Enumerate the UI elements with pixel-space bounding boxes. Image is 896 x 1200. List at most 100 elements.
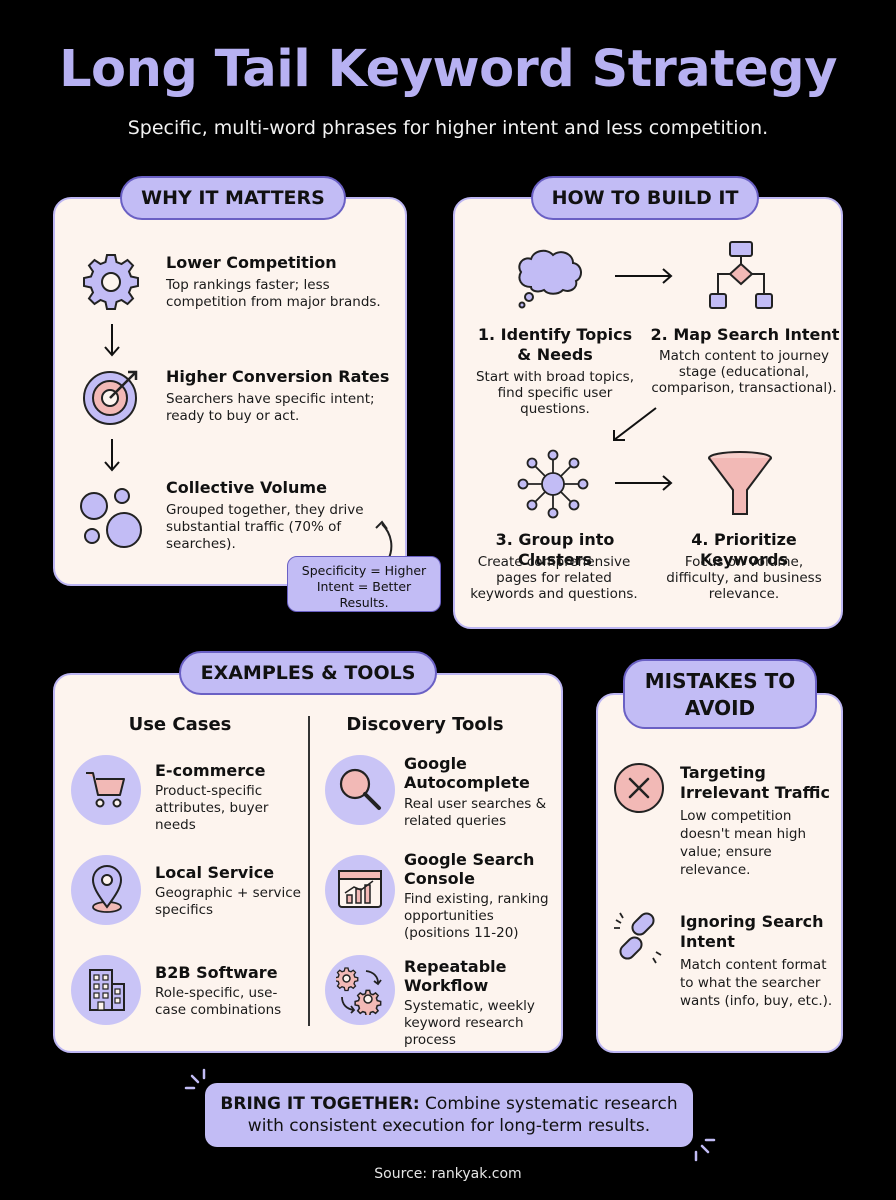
gears-cycle-icon	[336, 967, 382, 1015]
gear-icon	[83, 254, 139, 310]
sparkle-lines-right-icon	[694, 1138, 716, 1162]
step-3-desc-1: Create comprehensive	[477, 554, 631, 570]
why-item-2-desc-1: Searchers have specific intent;	[166, 391, 375, 407]
flowchart-icon	[709, 241, 773, 309]
use-case-3-title: B2B Software	[155, 963, 278, 982]
step-3-title: 3. Group into Clusters	[495, 530, 615, 569]
step-4-desc-2: difficulty, and business	[666, 570, 822, 586]
use-cases-heading: Use Cases	[128, 714, 232, 735]
mistake-1-desc-3: value; ensure	[680, 844, 772, 860]
examples-tools-heading: EXAMPLES & TOOLS	[179, 651, 437, 695]
use-case-1-title: E-commerce	[155, 761, 266, 780]
tool-3-desc-1: Systematic, weekly	[404, 998, 535, 1014]
how-to-build-heading: HOW TO BUILD IT	[531, 176, 759, 220]
bring-label: BRING IT TOGETHER:	[220, 1094, 420, 1114]
tool-3-title-2: Workflow	[404, 976, 489, 995]
mistake-2-title-2: Intent	[680, 932, 735, 951]
why-item-3-desc-3: searches).	[166, 536, 236, 552]
cart-icon	[86, 772, 125, 808]
use-case-1-desc-3: needs	[155, 817, 196, 833]
tool-1-title-1: Google	[404, 754, 467, 773]
diagonal-arrow-icon	[613, 407, 657, 441]
why-item-2-title: Higher Conversion Rates	[166, 367, 390, 386]
why-item-1-desc-1: Top rankings faster; less	[166, 277, 330, 293]
step-1-title-2: & Needs	[517, 345, 593, 364]
why-item-1-title: Lower Competition	[166, 253, 337, 272]
right-arrow-icon	[615, 268, 673, 284]
why-it-matters-heading: WHY IT MATTERS	[120, 176, 346, 220]
step-1-desc-1: Start with broad topics,	[475, 369, 635, 385]
tool-2-desc-1: Find existing, ranking	[404, 891, 549, 907]
column-divider	[308, 716, 310, 1026]
page-subtitle: Specific, multi-word phrases for higher …	[127, 117, 769, 139]
mistake-2-title-1: Ignoring Search	[680, 912, 824, 931]
bring-line-1: BRING IT TOGETHER: Combine systematic re…	[205, 1093, 693, 1115]
callout-line-2: Intent = Better Results.	[316, 579, 412, 610]
use-case-2-desc-2: specifics	[155, 902, 214, 918]
why-item-3-title: Collective Volume	[166, 478, 327, 497]
callout-line-1: Specificity = Higher	[301, 563, 427, 578]
mistake-2-desc-1: Match content format	[680, 957, 827, 973]
mistake-1-desc-1: Low competition	[680, 808, 792, 824]
mistakes-heading-line-2: AVOID	[684, 696, 756, 720]
why-item-3-desc-1: Grouped together, they drive	[166, 502, 364, 518]
use-case-2-title: Local Service	[155, 863, 275, 882]
step-2-desc-1: Match content to journey	[658, 348, 830, 364]
sparkle-lines-left-icon	[184, 1068, 206, 1090]
funnel-icon	[708, 451, 772, 515]
mistake-1-desc-2: doesn't mean high	[680, 826, 807, 842]
use-case-1-desc-2: attributes, buyer	[155, 800, 269, 816]
callout-badge: Specificity = Higher Intent = Better Res…	[287, 556, 441, 612]
step-3-desc-3: keywords and questions.	[470, 586, 638, 602]
bring-it-together-banner: BRING IT TOGETHER: Combine systematic re…	[205, 1083, 693, 1147]
tool-2-title-2: Console	[404, 869, 475, 888]
thought-cloud-icon	[518, 249, 582, 309]
step-2-desc-2: stage (educational,	[678, 364, 810, 380]
tool-3-title-1: Repeatable	[404, 957, 507, 976]
tool-3-desc-2: keyword research	[404, 1015, 524, 1031]
tool-1-desc-1: Real user searches &	[404, 796, 547, 812]
map-pin-icon	[91, 865, 123, 913]
tool-1-title-2: Autocomplete	[404, 773, 530, 792]
building-icon	[89, 969, 125, 1011]
mistake-2-desc-3: wants (info, buy, etc.).	[680, 993, 833, 1009]
bubbles-icon	[80, 488, 142, 548]
mistake-1-title-2: Irrelevant Traffic	[680, 783, 830, 802]
why-item-3-desc-2: substantial traffic (70% of	[166, 519, 342, 535]
target-icon	[83, 370, 138, 425]
mistakes-panel	[596, 693, 843, 1053]
step-1-desc-2: find specific user	[497, 385, 613, 401]
tool-1-desc-2: related queries	[404, 813, 507, 829]
step-1-desc-3: questions.	[520, 401, 590, 417]
why-item-2-desc-2: ready to buy or act.	[166, 408, 300, 424]
tool-2-desc-3: (positions 11-20)	[404, 925, 519, 941]
tool-2-title-1: Google Search	[404, 850, 535, 869]
use-case-2-desc-1: Geographic + service	[155, 885, 301, 901]
source-credit: Source: rankyak.com	[374, 1166, 522, 1182]
why-item-1-desc-2: competition from major brands.	[166, 294, 381, 310]
mistake-1-title-1: Targeting	[680, 763, 766, 782]
analytics-window-icon	[338, 870, 382, 908]
broken-link-icon	[614, 912, 662, 964]
step-2-desc-3: comparison, transactional).	[651, 380, 837, 396]
mistakes-heading-line-1: MISTAKES TO	[644, 669, 796, 693]
down-arrow-icon	[104, 324, 120, 357]
mistake-1-desc-4: relevance.	[680, 862, 751, 878]
step-4-desc-3: relevance.	[708, 586, 780, 602]
step-4-title: 4. Prioritize Keywords	[691, 530, 797, 569]
step-3-desc-2: pages for related	[496, 570, 612, 586]
down-arrow-icon	[104, 439, 120, 472]
step-4-desc-1: Focus on volume,	[684, 554, 804, 570]
tool-3-desc-3: process	[404, 1032, 456, 1048]
bring-text-1: Combine systematic research	[419, 1094, 678, 1114]
bring-text-2: with consistent execution for long-term …	[247, 1116, 651, 1136]
use-case-1-desc-1: Product-specific	[155, 783, 263, 799]
use-case-3-desc-2: case combinations	[155, 1002, 282, 1018]
cluster-icon	[517, 449, 589, 519]
magnifier-icon	[339, 768, 381, 810]
mistakes-heading: MISTAKES TO AVOID	[623, 659, 817, 729]
page-title: Long Tail Keyword Strategy	[59, 40, 837, 99]
tool-2-desc-2: opportunities	[404, 908, 494, 924]
step-1-title-1: 1. Identify Topics	[477, 325, 633, 344]
right-arrow-icon	[615, 475, 673, 491]
